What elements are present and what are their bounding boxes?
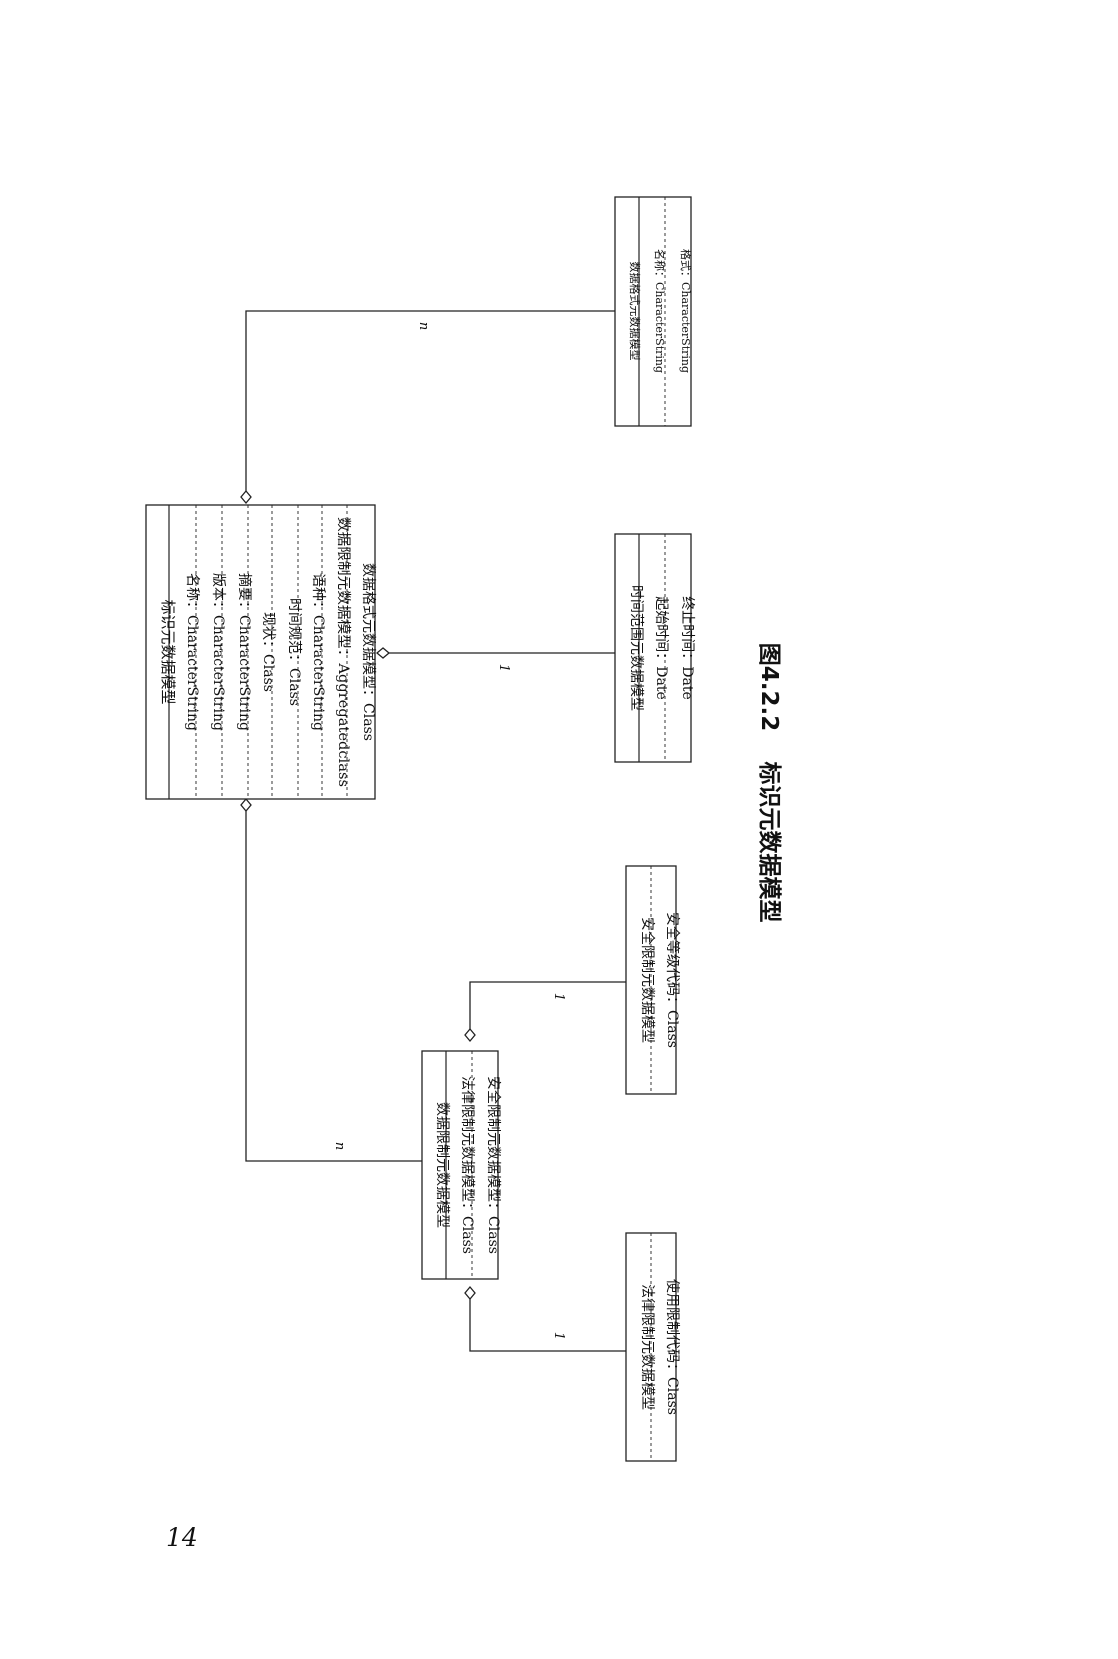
class-legal: 法律限制元数据模型 使用限制代码：Class — [625, 1232, 681, 1462]
class-legal-title: 法律限制元数据模型 — [639, 1284, 655, 1410]
class-time-range-title: 时间范围元数据模型 — [628, 585, 645, 711]
multiplicity-format: n — [416, 322, 431, 330]
multiplicity-security: 1 — [551, 993, 566, 1001]
figure-caption-number: 图4.2.2 — [756, 643, 782, 732]
aggregation-diamond-legal — [464, 1285, 476, 1301]
class-time-range-frame — [614, 533, 692, 763]
aggregation-diamonds — [240, 489, 476, 1301]
class-constraint-attr: 安全限制元数据模型：Class — [485, 1076, 502, 1254]
multiplicity-timerange: 1 — [496, 664, 511, 672]
class-identification-attr: 数据格式元数据模型：Class — [360, 563, 376, 741]
class-identification-attr: 版本：CharacterString — [210, 573, 226, 731]
class-identification: 标识元数据模型 名称：CharacterString 版本：CharacterS… — [145, 504, 376, 800]
connector-identification-format — [245, 310, 615, 497]
class-format-attr: 名称：CharacterString — [653, 249, 667, 373]
class-identification-attr: 语种：CharacterString — [310, 573, 326, 731]
class-security: 安全限制元数据模型 安全等级代码：Class — [625, 865, 681, 1095]
class-time-range-attr: 终止时间：Date — [679, 596, 695, 699]
class-identification-frame — [145, 504, 376, 800]
connector-constraint-security — [469, 981, 626, 1041]
class-format-frame — [614, 196, 692, 427]
aggregation-diamond-security — [464, 1027, 476, 1043]
class-format: 数据格式元数据模型 名称：CharacterString 格式：Characte… — [614, 196, 693, 427]
class-identification-attr: 现状：Class — [260, 612, 276, 692]
aggregation-diamond-timerange — [375, 647, 391, 659]
class-format-title: 数据格式元数据模型 — [628, 262, 642, 361]
aggregation-diamond-constraint — [240, 797, 252, 813]
class-identification-attr: 名称：CharacterString — [184, 573, 200, 731]
class-constraint: 数据限制元数据模型 法律限制元数据模型：Class 安全限制元数据模型：Clas… — [421, 1050, 502, 1280]
multiplicity-legal: 1 — [551, 1332, 566, 1340]
figure-caption-title: 标识元数据模型 — [756, 762, 782, 923]
connector-constraint-legal — [469, 1299, 626, 1352]
class-constraint-title: 数据限制元数据模型 — [434, 1102, 450, 1228]
class-constraint-frame — [421, 1050, 499, 1280]
class-format-attr: 格式：CharacterString — [679, 249, 693, 373]
multiplicity-labels: n 1 n 1 1 — [332, 322, 566, 1340]
class-identification-attr: 摘要：CharacterString — [236, 573, 253, 731]
figure-caption: 图4.2.2 标识元数据模型 — [756, 643, 782, 923]
class-security-title: 安全限制元数据模型 — [639, 917, 656, 1043]
multiplicity-constraint: n — [332, 1142, 347, 1150]
class-constraint-attr: 法律限制元数据模型：Class — [459, 1076, 475, 1254]
connectors — [245, 310, 626, 1352]
class-legal-attr: 使用限制代码：Class — [664, 1279, 681, 1415]
page-number: 14 — [166, 1523, 198, 1552]
class-identification-attr: 数据限制元数据模型：Aggregatedclass — [335, 517, 351, 787]
class-identification-attr: 时间规范：Class — [286, 598, 303, 706]
aggregation-diamond-format — [240, 489, 252, 505]
class-time-range-attr: 起始时间：Date — [653, 596, 669, 699]
class-identification-title: 标识元数据模型 — [159, 599, 177, 704]
connector-identification-constraint — [245, 811, 422, 1162]
class-time-range: 时间范围元数据模型 起始时间：Date 终止时间：Date — [614, 533, 695, 763]
class-security-attr: 安全等级代码：Class — [664, 912, 681, 1048]
